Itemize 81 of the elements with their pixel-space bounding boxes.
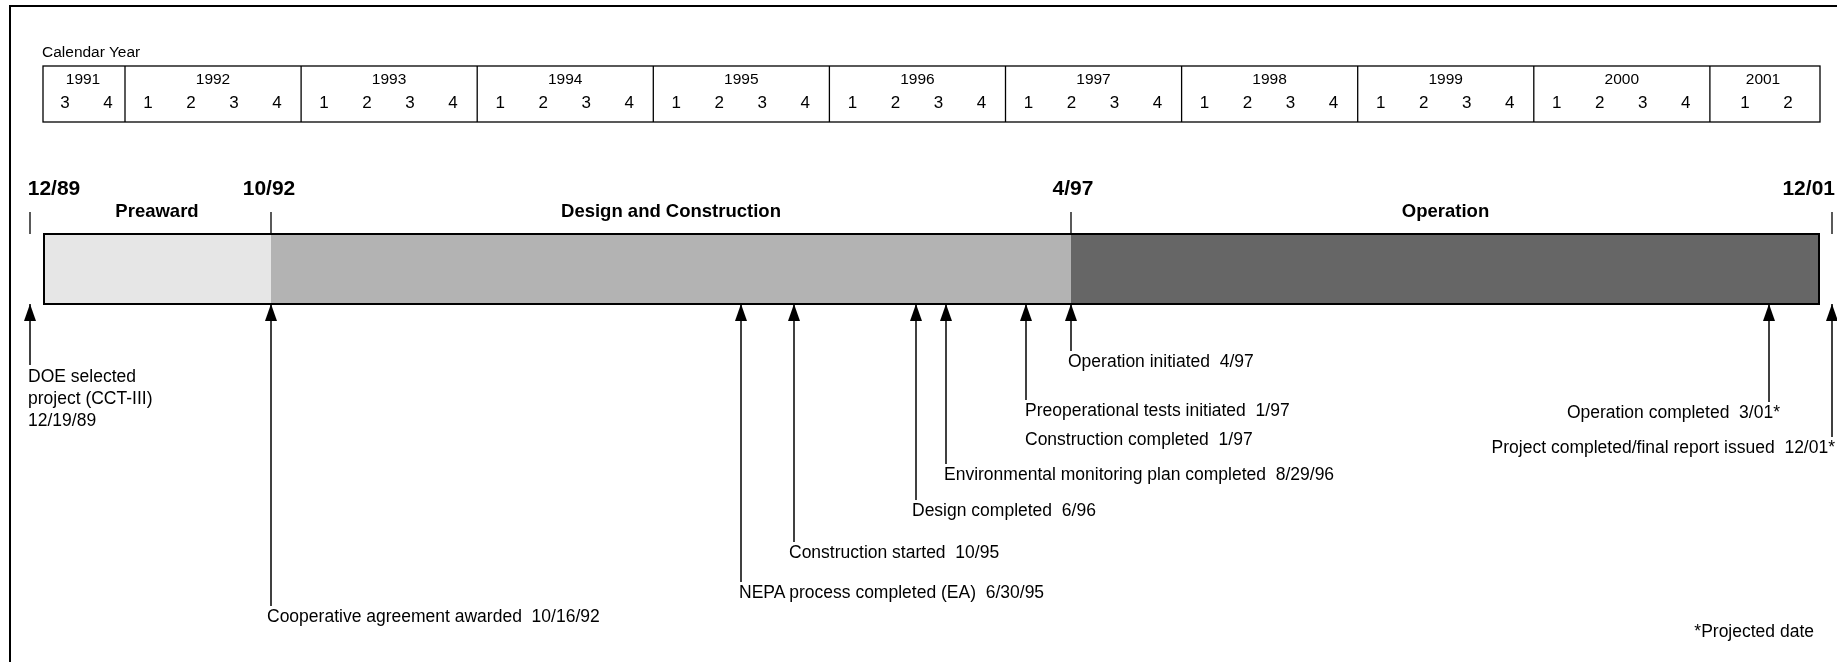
- quarter-label: 2: [1242, 92, 1253, 114]
- date-label: 12/01: [1782, 175, 1835, 201]
- quarter-label: 4: [1152, 92, 1163, 114]
- quarter-label: 1: [1199, 92, 1210, 114]
- year-label: 1993: [371, 69, 407, 89]
- quarter-label: 1: [1552, 92, 1562, 114]
- quarter-label: 4: [1328, 92, 1339, 114]
- quarter-label: 2: [714, 92, 725, 114]
- quarter-label: 1: [1375, 92, 1386, 114]
- milestone-label: Preoperational tests initiated 1/97: [1025, 400, 1290, 421]
- arrow: [24, 303, 36, 366]
- year-label: 1991: [65, 69, 101, 89]
- quarter-label: 2: [1595, 92, 1605, 114]
- arrow: [910, 303, 922, 501]
- quarter-label: 3: [581, 92, 591, 114]
- arrow: [735, 303, 747, 583]
- year-label: 2001: [1745, 69, 1781, 89]
- quarter-label: 4: [800, 92, 811, 114]
- quarter-label: 4: [624, 92, 634, 114]
- arrow: [1020, 303, 1032, 401]
- quarter-label: 3: [1461, 92, 1472, 114]
- quarter-label: 1: [671, 92, 682, 114]
- year-label: 2000: [1604, 69, 1640, 89]
- quarter-label: 4: [448, 92, 458, 114]
- arrow: [1826, 303, 1837, 438]
- phase-label: Operation: [1401, 200, 1490, 223]
- quarter-label: 2: [1066, 92, 1077, 114]
- milestone-label: Design completed 6/96: [912, 500, 1096, 521]
- year-label: 1997: [1076, 69, 1111, 89]
- quarter-label: 2: [538, 92, 548, 114]
- phase-label: Preaward: [115, 200, 199, 223]
- quarter-label: 1: [1023, 92, 1034, 114]
- milestone-label: DOE selected project (CCT-III) 12/19/89: [28, 365, 188, 431]
- quarter-label: 3: [1285, 92, 1296, 114]
- footnote: *Projected date: [1694, 620, 1814, 642]
- year-label: 1998: [1252, 69, 1287, 89]
- quarter-label: 1: [847, 92, 858, 114]
- milestone-label: Construction started 10/95: [789, 542, 1000, 563]
- date-label: 10/92: [242, 175, 296, 201]
- year-label: 1995: [724, 69, 759, 89]
- quarter-label: 4: [272, 92, 282, 114]
- year-label: 1992: [195, 69, 231, 89]
- quarter-label: 1: [319, 92, 329, 114]
- quarter-label: 2: [890, 92, 901, 114]
- quarter-label: 4: [976, 92, 987, 114]
- axis-title: Calendar Year: [42, 42, 141, 62]
- date-label: 12/89: [27, 175, 81, 201]
- milestone-label: Operation completed 3/01*: [1566, 402, 1780, 423]
- arrow: [788, 303, 800, 543]
- quarter-label: 3: [1109, 92, 1120, 114]
- quarter-label: 2: [1783, 92, 1793, 114]
- arrow: [1763, 303, 1775, 403]
- milestone-label: NEPA process completed (EA) 6/30/95: [739, 582, 1045, 603]
- milestone-label: Operation initiated 4/97: [1068, 351, 1254, 372]
- year-label: 1996: [900, 69, 935, 89]
- quarter-label: 4: [103, 92, 113, 114]
- milestone-label: Construction completed 1/97: [1025, 429, 1254, 450]
- quarter-label: 3: [1638, 92, 1648, 114]
- quarter-label: 3: [229, 92, 239, 114]
- quarter-label: 3: [405, 92, 415, 114]
- quarter-label: 4: [1504, 92, 1515, 114]
- arrow: [940, 303, 952, 465]
- quarter-label: 3: [757, 92, 768, 114]
- quarter-label: 2: [362, 92, 372, 114]
- year-label: 1994: [547, 69, 583, 89]
- quarter-label: 3: [933, 92, 944, 114]
- year-label: 1999: [1428, 69, 1463, 89]
- arrow: [1065, 303, 1077, 352]
- quarter-label: 2: [1418, 92, 1429, 114]
- phase-label: Design and Construction: [561, 200, 781, 223]
- milestone-label: Environmental monitoring plan completed 8/29/96: [944, 464, 1335, 485]
- date-label: 4/97: [1052, 175, 1094, 201]
- milestone-label: Project completed/final report issued 12/01*: [1491, 437, 1835, 458]
- milestone-label: Cooperative agreement awarded 10/16/92: [267, 606, 600, 627]
- quarter-label: 3: [60, 92, 70, 114]
- quarter-label: 1: [1740, 92, 1750, 114]
- quarter-label: 4: [1681, 92, 1691, 114]
- quarter-label: 2: [186, 92, 196, 114]
- arrow: [265, 303, 277, 607]
- quarter-label: 1: [495, 92, 505, 114]
- quarter-label: 1: [143, 92, 153, 114]
